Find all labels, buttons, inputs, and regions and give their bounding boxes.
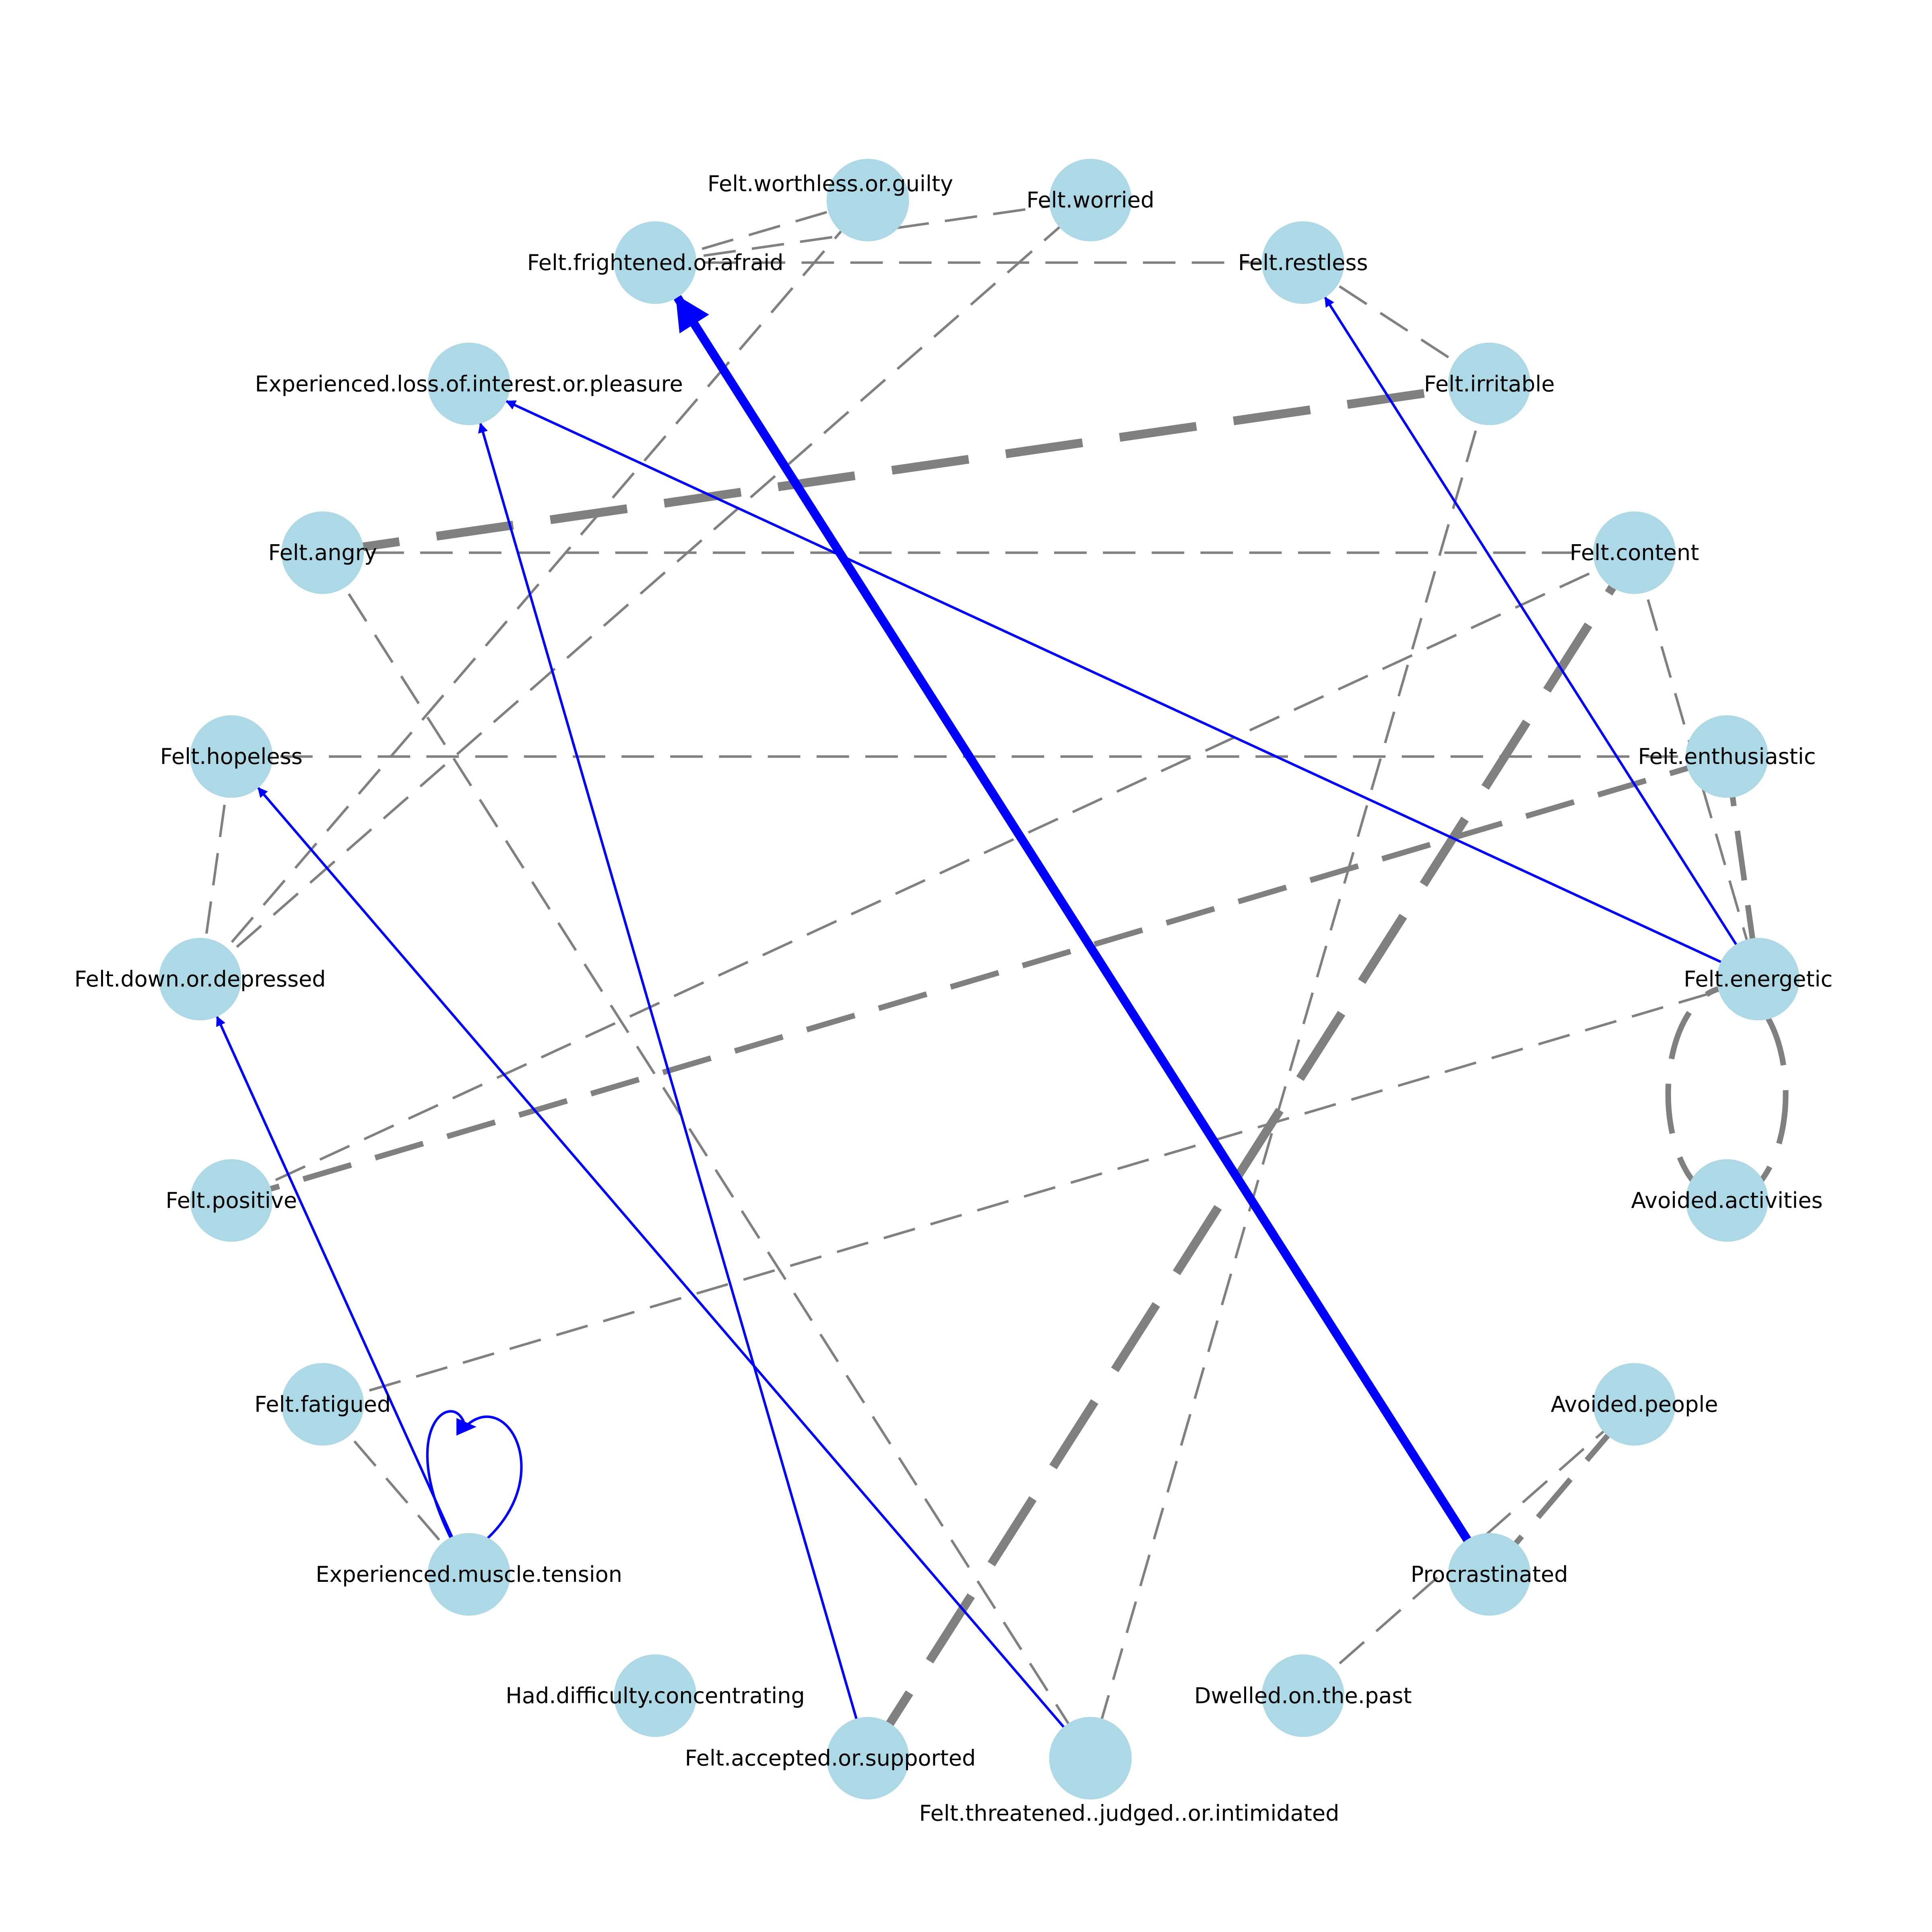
edge-angry-to-threatened — [321, 552, 1092, 1759]
node-restless — [1261, 221, 1344, 304]
edge-irritable-to-threatened — [1089, 383, 1491, 1759]
node-worried — [1049, 159, 1132, 242]
node-accepted — [826, 1717, 909, 1800]
node-label-loss-interest: Experienced.loss.of.interest.or.pleasure — [255, 371, 683, 396]
edge-irritable-to-restless — [1302, 261, 1490, 385]
node-layer — [159, 159, 1800, 1800]
node-irritable — [1448, 343, 1531, 425]
edge-depressed-to-worried — [199, 199, 1092, 980]
edge-positive-to-content — [231, 551, 1635, 1202]
node-fatigued — [281, 1363, 364, 1446]
node-label-enthusiastic: Felt.enthusiastic — [1638, 744, 1816, 769]
node-dwelled — [1261, 1654, 1344, 1737]
node-label-restless: Felt.restless — [1238, 250, 1368, 275]
node-label-threatened: Felt.threatened..judged..or.intimidated — [919, 1800, 1339, 1826]
node-label-frightened: Felt.frightened.or.afraid — [527, 250, 784, 275]
node-muscle-tension — [427, 1533, 510, 1616]
edge-depressed-to-worthless — [199, 199, 869, 980]
edge-hopeless-to-depressed — [199, 756, 233, 980]
edge-angry-to-irritable — [322, 380, 1490, 557]
node-worthless — [826, 159, 909, 242]
node-label-worried: Felt.worried — [1026, 188, 1154, 213]
node-label-irritable: Felt.irritable — [1424, 371, 1555, 396]
node-label-depressed: Felt.down.or.depressed — [74, 966, 326, 992]
node-label-content: Felt.content — [1570, 540, 1699, 566]
node-depressed — [159, 938, 242, 1021]
node-content — [1593, 511, 1676, 594]
node-label-angry: Felt.angry — [268, 540, 377, 566]
edge-frightened-to-worthless — [655, 199, 868, 264]
node-loss-interest — [427, 343, 510, 425]
node-avoided-activities — [1685, 1159, 1769, 1242]
node-label-positive: Felt.positive — [166, 1188, 297, 1213]
node-label-difficulty-conc: Had.difficulty.concentrating — [506, 1683, 805, 1708]
node-enthusiastic — [1685, 715, 1769, 798]
edge-muscle-tension-to-depressed — [216, 1016, 470, 1575]
node-hopeless — [190, 715, 273, 798]
edge-accepted-to-loss-interest — [478, 422, 869, 1759]
edge-procrastinated-to-frightened — [673, 294, 1493, 1577]
edge-energetic-to-loss-interest — [505, 400, 1759, 980]
node-label-hopeless: Felt.hopeless — [160, 744, 303, 769]
edge-layer — [199, 199, 1789, 1761]
edge-fatigued-to-energetic — [322, 978, 1759, 1406]
edge-energetic-to-restless — [1324, 296, 1759, 980]
edge-accepted-to-content — [864, 550, 1638, 1761]
node-label-worthless: Felt.worthless.or.guilty — [708, 171, 953, 196]
node-label-fatigued: Felt.fatigued — [254, 1391, 391, 1417]
node-label-muscle-tension: Experienced.muscle.tension — [316, 1562, 622, 1587]
edge-muscle-tension-to-muscle-tension — [426, 1410, 523, 1540]
node-procrastinated — [1448, 1533, 1531, 1616]
node-label-energetic: Felt.energetic — [1684, 966, 1833, 992]
node-label-dwelled: Dwelled.on.the.past — [1194, 1683, 1412, 1708]
node-frightened — [614, 221, 697, 304]
node-threatened — [1049, 1717, 1132, 1800]
edge-threatened-to-hopeless — [257, 787, 1092, 1759]
node-label-avoided-people: Avoided.people — [1551, 1391, 1718, 1417]
node-label-avoided-activities: Avoided.activities — [1631, 1188, 1823, 1213]
self-loop-arrowhead — [456, 1418, 477, 1436]
node-label-procrastinated: Procrastinated — [1411, 1562, 1568, 1587]
node-avoided-people — [1593, 1363, 1676, 1446]
node-positive — [190, 1159, 273, 1242]
label-layer: Felt.worthless.or.guiltyFelt.worriedFelt… — [74, 171, 1833, 1826]
node-label-accepted: Felt.accepted.or.supported — [685, 1746, 976, 1771]
edge-fatigued-to-muscle-tension — [322, 1403, 470, 1575]
edge-positive-to-enthusiastic — [230, 753, 1728, 1203]
node-angry — [281, 511, 364, 594]
node-difficulty-conc — [614, 1654, 697, 1737]
node-energetic — [1717, 938, 1800, 1021]
